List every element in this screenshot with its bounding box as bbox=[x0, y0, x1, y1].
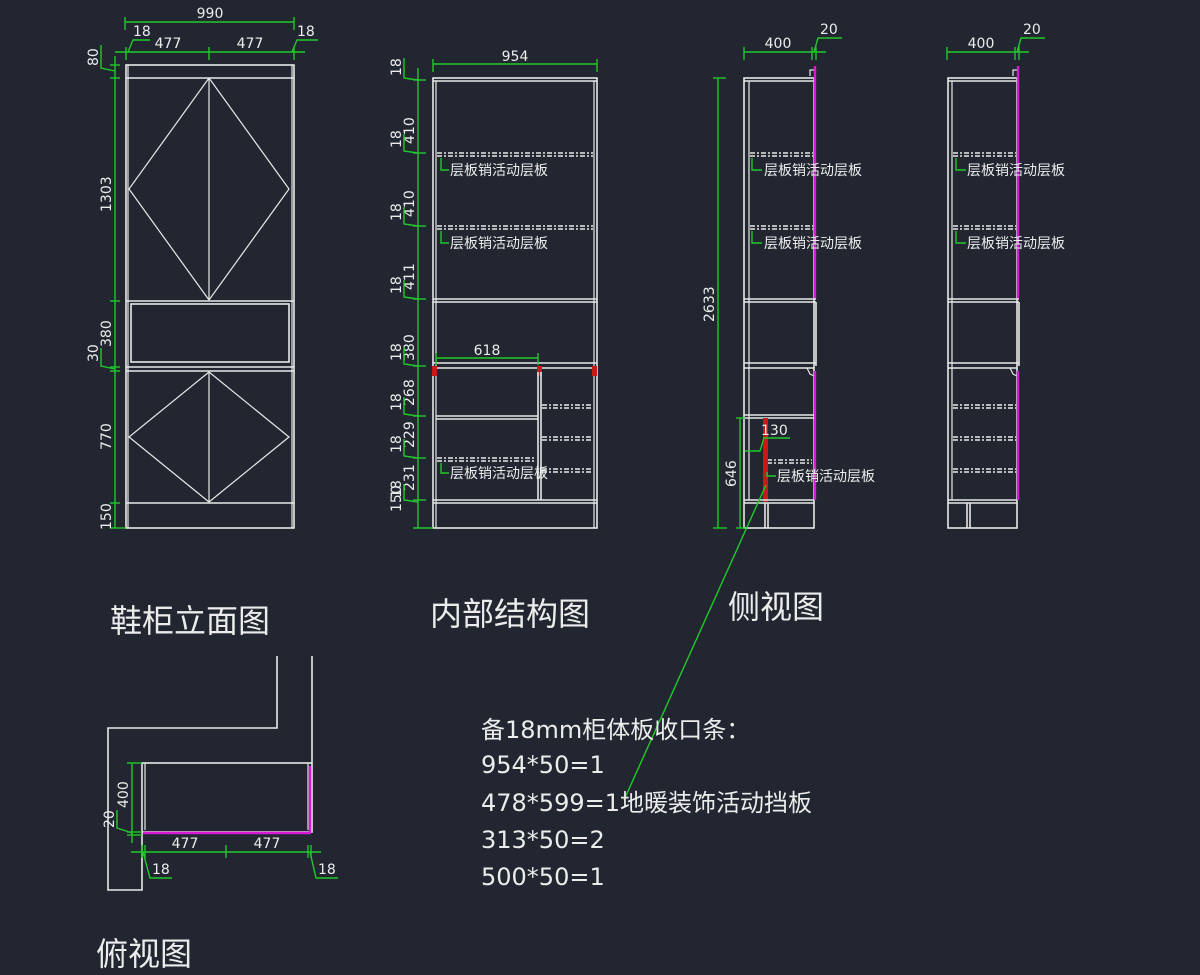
top-view: 400 20 477 477 18 18 俯视图 bbox=[96, 656, 338, 973]
dim-trim: 20 bbox=[102, 810, 118, 828]
shelf-label: 层板销活动层板 bbox=[450, 236, 548, 252]
elevation-dimensions: 990 18 18 477 477 80 1303 380 30 770 150 bbox=[86, 6, 318, 530]
dim-board: 130 bbox=[761, 423, 788, 439]
dim-trim: 20 bbox=[1023, 22, 1041, 38]
dim-h1: 410 bbox=[402, 117, 418, 144]
dim-side-right: 18 bbox=[318, 862, 336, 878]
top-view-cabinet bbox=[141, 762, 313, 833]
dim-t3: 18 bbox=[389, 203, 405, 221]
dim-depth: 400 bbox=[968, 36, 995, 52]
middle-drawer bbox=[130, 303, 290, 363]
dim-sub-width: 618 bbox=[474, 343, 501, 359]
elevation-title: 鞋柜立面图 bbox=[110, 602, 270, 640]
leader-line bbox=[623, 484, 767, 801]
dim-base: 150 bbox=[99, 503, 115, 530]
dim-h2: 410 bbox=[402, 190, 418, 217]
dim-t4: 18 bbox=[389, 276, 405, 294]
marker-left bbox=[432, 366, 437, 376]
notes-item: 478*599=1地暖装饰活动挡板 bbox=[481, 789, 812, 817]
dim-h3: 411 bbox=[402, 263, 418, 290]
top-view-title: 俯视图 bbox=[96, 935, 192, 973]
marker-mid bbox=[537, 366, 542, 376]
dim-depth: 400 bbox=[116, 781, 132, 808]
shelf-label: 层板销活动层板 bbox=[967, 236, 1065, 252]
dim-t1: 18 bbox=[389, 58, 405, 76]
dim-trim: 20 bbox=[820, 22, 838, 38]
dim-total-width: 990 bbox=[197, 6, 224, 22]
elevation-view: 990 18 18 477 477 80 1303 380 30 770 150… bbox=[86, 6, 318, 640]
interior-outline bbox=[432, 77, 598, 529]
dim-h5: 268 bbox=[402, 379, 418, 406]
notes-item: 500*50=1 bbox=[481, 863, 605, 891]
dim-lower: 770 bbox=[99, 423, 115, 450]
dim-lower-height: 646 bbox=[724, 460, 740, 487]
interior-dimensions: 954 618 18 410 18 410 18 411 18 380 18 2… bbox=[389, 49, 598, 529]
interior-title: 内部结构图 bbox=[430, 595, 590, 633]
dim-door-right: 477 bbox=[237, 36, 264, 52]
side-dimensions: 400 20 2633 646 130 bbox=[702, 22, 842, 529]
side-view-2: 层板销活动层板 层板销活动层板 400 20 bbox=[946, 22, 1065, 529]
material-notes: 备18mm柜体板收口条： 954*50=1 478*599=1地暖装饰活动挡板 … bbox=[481, 716, 812, 891]
side2-outline bbox=[947, 77, 1018, 529]
side-view: 层板销活动层板 层板销活动层板 层板销活动层板 400 20 2633 646 … bbox=[623, 22, 875, 801]
side-outline bbox=[743, 77, 815, 529]
shelf-label: 层板销活动层板 bbox=[764, 236, 862, 252]
dim-width: 954 bbox=[502, 49, 529, 65]
shelf-label: 层板销活动层板 bbox=[450, 466, 548, 482]
shelf-label: 层板销活动层板 bbox=[967, 163, 1065, 179]
upper-door-pattern bbox=[128, 77, 290, 301]
dim-door-left: 477 bbox=[155, 36, 182, 52]
dim-h6: 229 bbox=[402, 421, 418, 448]
shelf-label: 层板销活动层板 bbox=[450, 163, 548, 179]
dim-top: 80 bbox=[86, 48, 102, 66]
dim-h7: 231 bbox=[402, 464, 418, 491]
dim-door-left: 477 bbox=[172, 836, 199, 852]
dim-base: 150 bbox=[389, 485, 405, 512]
notes-heading: 备18mm柜体板收口条： bbox=[481, 716, 750, 744]
marker-right bbox=[592, 366, 597, 376]
dim-t8: 18 bbox=[389, 480, 405, 498]
dim-t2: 18 bbox=[389, 130, 405, 148]
notes-item: 313*50=2 bbox=[481, 826, 605, 854]
dim-t7: 18 bbox=[389, 435, 405, 453]
dim-door-right: 477 bbox=[254, 836, 281, 852]
dim-side-left: 18 bbox=[133, 24, 151, 40]
dim-t6: 18 bbox=[389, 393, 405, 411]
side-title: 侧视图 bbox=[728, 588, 824, 626]
dim-height: 2633 bbox=[702, 286, 718, 322]
shelf-label: 层板销活动层板 bbox=[777, 469, 875, 485]
dim-mid: 380 bbox=[99, 320, 115, 347]
shelf-label: 层板销活动层板 bbox=[764, 163, 862, 179]
dim-h4: 380 bbox=[402, 334, 418, 361]
dim-depth: 400 bbox=[765, 36, 792, 52]
elevation-outline bbox=[125, 64, 295, 529]
lower-door-pattern bbox=[128, 371, 290, 503]
dim-t5: 18 bbox=[389, 343, 405, 361]
heating-board-marker bbox=[763, 418, 768, 502]
notes-item: 954*50=1 bbox=[481, 751, 605, 779]
dim-side-right: 18 bbox=[297, 24, 315, 40]
dim-upper: 1303 bbox=[99, 176, 115, 212]
interior-view: 层板销活动层板 层板销活动层板 层板销活动层板 954 618 18 410 1… bbox=[389, 49, 598, 633]
dim-side-left: 18 bbox=[152, 862, 170, 878]
dim-gap: 30 bbox=[86, 344, 102, 362]
